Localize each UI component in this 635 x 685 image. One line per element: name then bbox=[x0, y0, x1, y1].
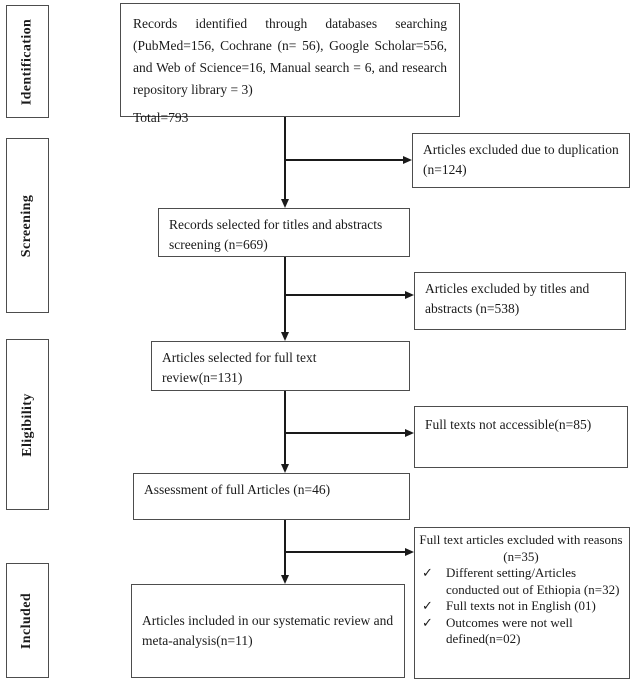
excluded-titles-abstracts-text: Articles excluded by titles and abstract… bbox=[425, 281, 590, 316]
full-text-review-text: Articles selected for full text review(n… bbox=[162, 350, 317, 385]
reason-item: ✓ Outcomes were not well defined(n=02) bbox=[419, 615, 623, 648]
checkmark-icon: ✓ bbox=[422, 565, 433, 580]
arrow-right-icon bbox=[405, 290, 414, 299]
arrow-down-icon bbox=[280, 575, 289, 584]
connector-line-identification-to-screening bbox=[284, 117, 286, 201]
stage-box-eligibility: Eligibility bbox=[6, 339, 49, 510]
records-selected-box: Records selected for titles and abstract… bbox=[158, 208, 410, 257]
excluded-titles-abstracts-box: Articles excluded by titles and abstract… bbox=[414, 272, 626, 330]
included-text: Articles included in our systematic revi… bbox=[142, 613, 394, 648]
excluded-duplication-box: Articles excluded due to duplication (n=… bbox=[412, 133, 630, 188]
excluded-reasons-box: Full text articles excluded with reasons… bbox=[414, 527, 630, 679]
stage-box-screening: Screening bbox=[6, 138, 49, 313]
checkmark-icon: ✓ bbox=[422, 598, 433, 613]
reason-item: ✓ Different setting/Articles conducted o… bbox=[419, 565, 623, 598]
assessment-box: Assessment of full Articles (n=46) bbox=[133, 473, 410, 520]
reason-item: ✓ Full texts not in English (01) bbox=[419, 598, 623, 615]
connector-line-to-excluded-reasons bbox=[285, 551, 405, 553]
arrow-down-icon bbox=[280, 464, 289, 473]
stage-label-identification: Identification bbox=[19, 18, 35, 105]
assessment-text: Assessment of full Articles (n=46) bbox=[144, 482, 331, 497]
records-identified-text: Records identified through databases sea… bbox=[133, 16, 447, 97]
records-identified-box: Records identified through databases sea… bbox=[120, 3, 460, 125]
connector-line-to-titles-abstracts bbox=[285, 294, 405, 296]
reason-text: Outcomes were not well defined(n=02) bbox=[446, 614, 573, 647]
stage-label-eligibility: Eligibility bbox=[19, 392, 35, 457]
stage-box-identification: Identification bbox=[6, 5, 49, 118]
records-identified-total: Total=793 bbox=[133, 110, 189, 125]
arrow-down-icon bbox=[280, 332, 289, 341]
connector-line-to-not-accessible bbox=[285, 432, 405, 434]
arrow-right-icon bbox=[405, 547, 414, 556]
checkmark-icon: ✓ bbox=[422, 614, 433, 630]
not-accessible-box: Full texts not accessible(n=85) bbox=[414, 406, 628, 468]
arrow-right-icon bbox=[405, 428, 414, 437]
stage-box-included: Included bbox=[6, 563, 49, 678]
excluded-reasons-title: Full text articles excluded with reasons… bbox=[419, 532, 623, 564]
full-text-review-box: Articles selected for full text review(n… bbox=[151, 341, 410, 391]
stage-label-screening: Screening bbox=[19, 194, 35, 257]
connector-line-to-duplication bbox=[285, 159, 403, 161]
connector-line-assessment-to-included bbox=[284, 520, 286, 576]
reason-text: Different setting/Articles conducted out… bbox=[446, 565, 620, 597]
included-box: Articles included in our systematic revi… bbox=[131, 584, 405, 678]
not-accessible-text: Full texts not accessible(n=85) bbox=[425, 417, 592, 432]
connector-line-fulltext-to-assessment bbox=[284, 391, 286, 465]
arrow-down-icon bbox=[280, 199, 289, 208]
stage-label-included: Included bbox=[19, 592, 35, 649]
records-selected-text: Records selected for titles and abstract… bbox=[169, 217, 383, 252]
reason-text: Full texts not in English (01) bbox=[446, 598, 596, 613]
arrow-right-icon bbox=[403, 155, 412, 164]
excluded-duplication-text: Articles excluded due to duplication (n=… bbox=[423, 142, 619, 177]
